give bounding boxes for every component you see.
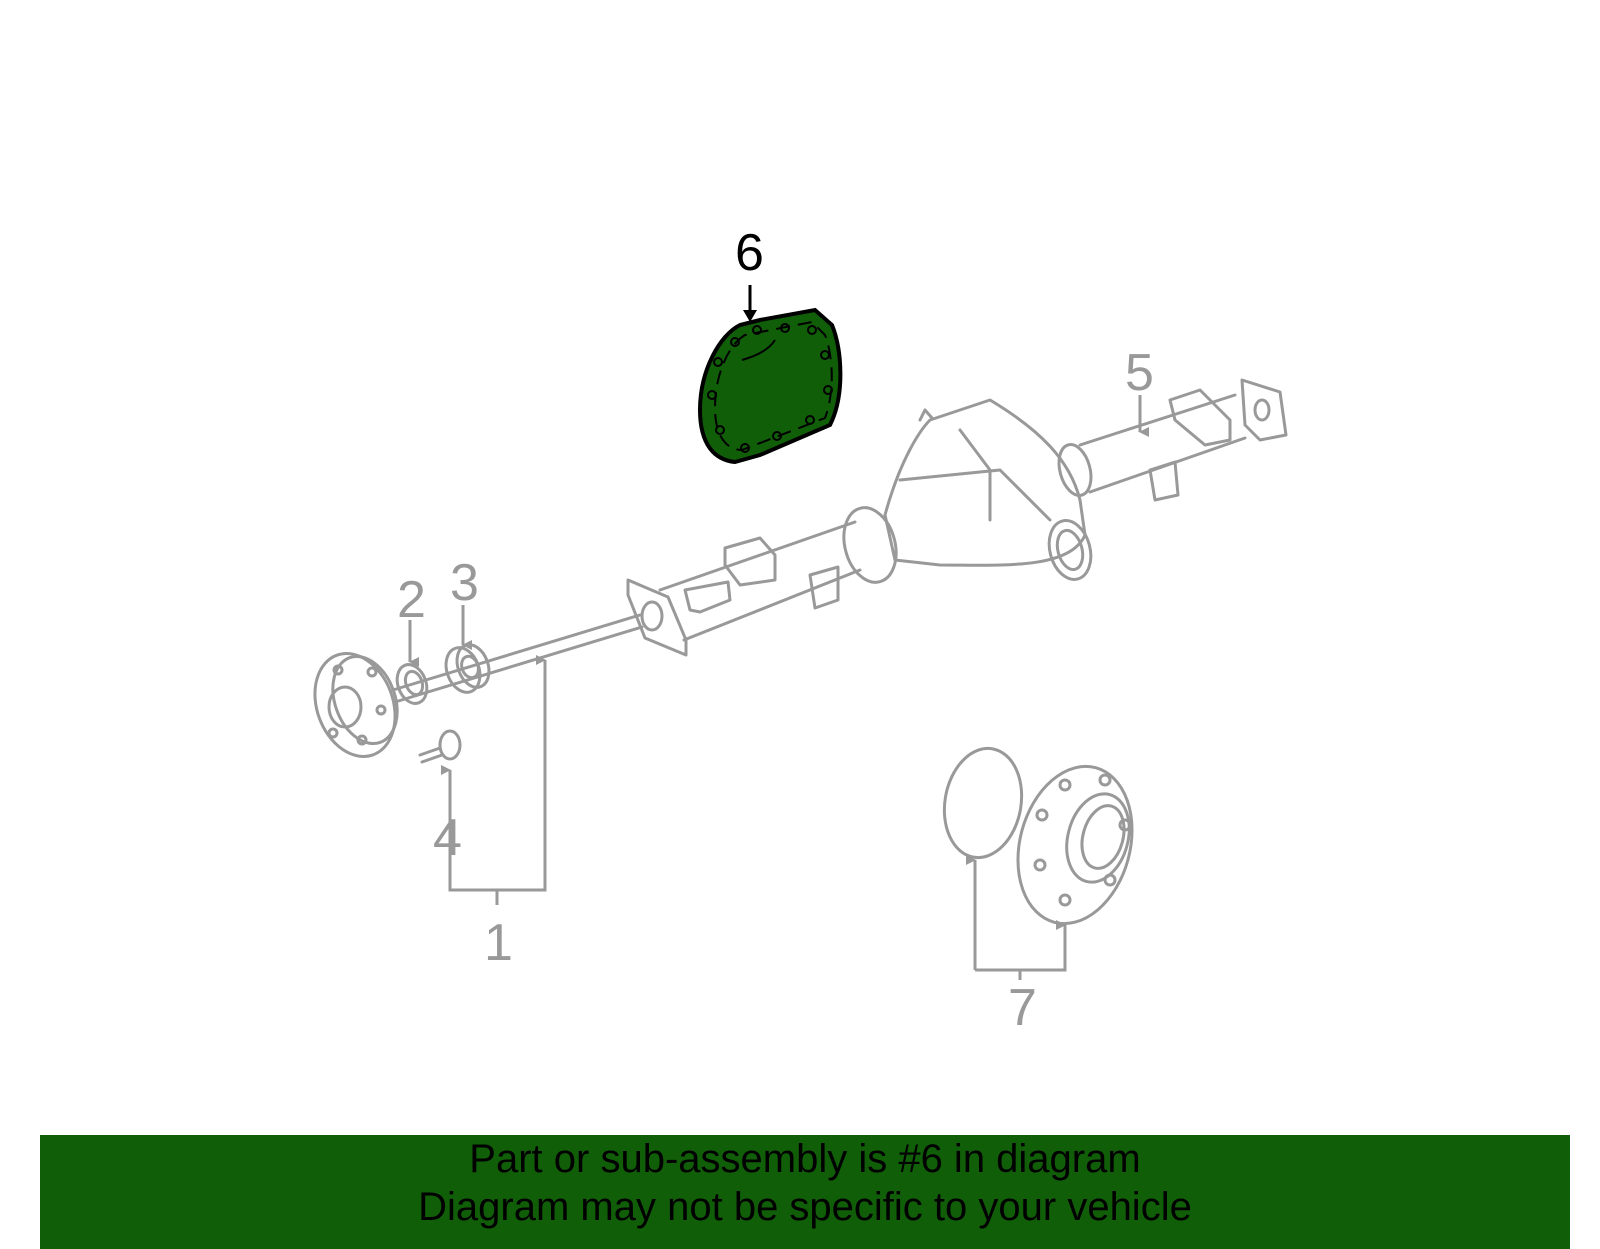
axle-shaft-drawing: [313, 613, 644, 764]
callout-4: 4: [433, 809, 462, 867]
pinion-flange-drawing: [942, 746, 1134, 926]
axle-housing-drawing: [626, 378, 1288, 657]
callout-2: 2: [397, 571, 426, 629]
callout-3: 3: [450, 554, 479, 612]
callout-7: 7: [1008, 979, 1037, 1037]
banner-line-part: Part or sub-assembly is #6 in diagram: [469, 1137, 1141, 1181]
leader-lines: [408, 285, 1149, 980]
callout-6: 6: [735, 224, 764, 282]
info-banner: Part or sub-assembly is #6 in diagram Di…: [40, 1135, 1570, 1249]
callout-5: 5: [1125, 344, 1154, 402]
banner-line-disclaimer: Diagram may not be specific to your vehi…: [418, 1185, 1192, 1229]
callout-1: 1: [484, 914, 513, 972]
differential-cover-drawing: [697, 307, 843, 465]
